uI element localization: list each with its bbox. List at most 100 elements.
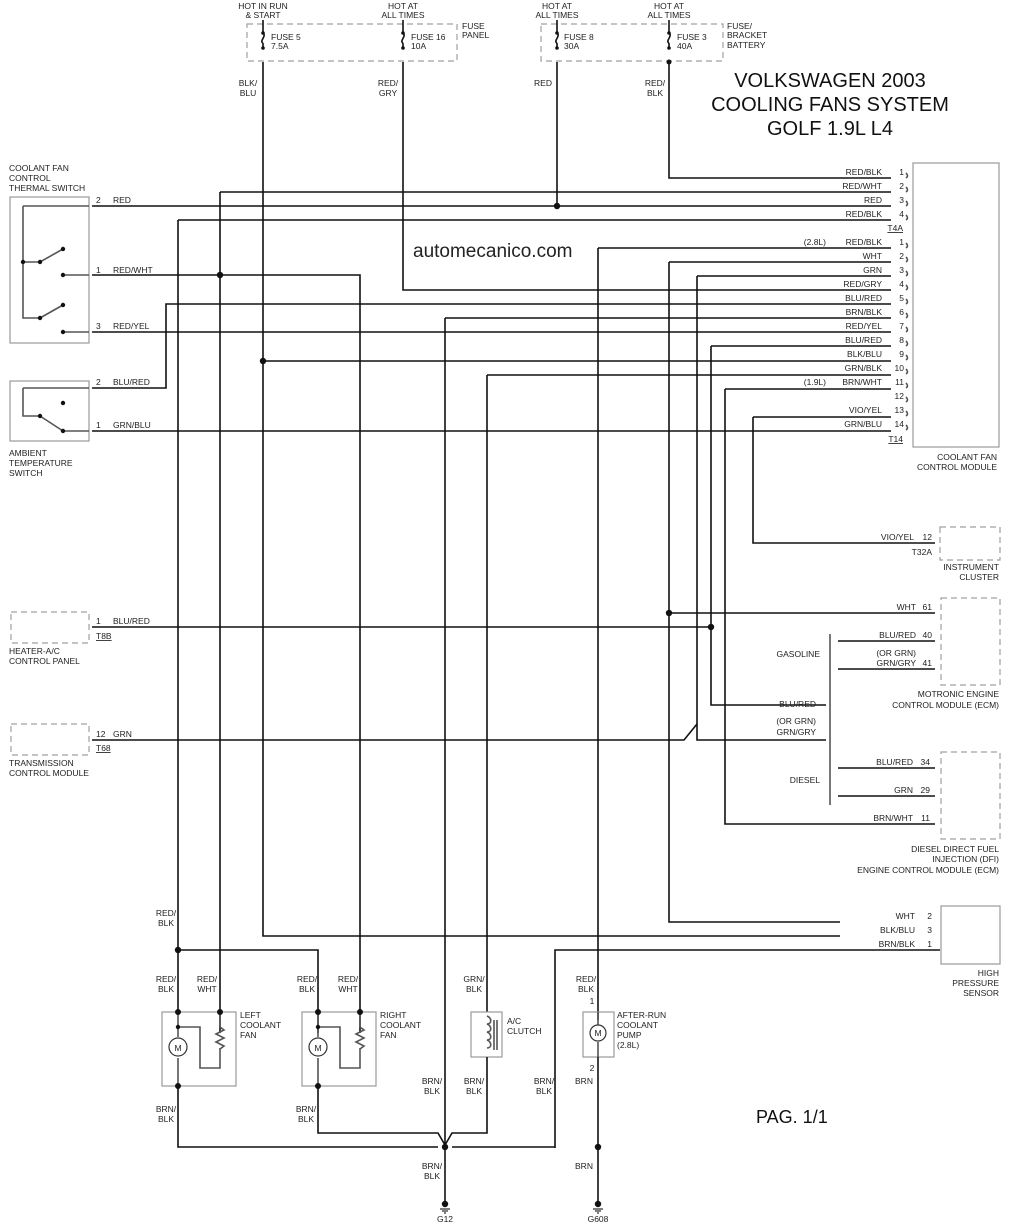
splice-blu-red — [707, 623, 715, 631]
t14-pin-terminal — [905, 410, 909, 417]
splice-wht — [665, 609, 673, 617]
left-fan-label-2: COOLANT — [240, 1020, 281, 1030]
tcm-connector: T68 — [96, 743, 111, 753]
coolant-fan-thermal-switch: COOLANT FAN CONTROL THERMAL SWITCH 2 RED… — [9, 163, 153, 344]
variant-grn-gry: GRN/GRY — [776, 727, 816, 737]
page-label: PAG. 1/1 — [756, 1107, 828, 1127]
pump-motor-label: M — [594, 1028, 601, 1038]
fuse-panel-label-2: PANEL — [462, 30, 490, 40]
right-fan-motor-label: M — [314, 1043, 321, 1053]
left-red-wht-1: RED/ — [197, 974, 218, 984]
t4a-pin-terminal — [905, 214, 909, 221]
gasoline-label: GASOLINE — [777, 649, 821, 659]
right-coolant-fan: RED/ BLK RED/ WHT M RIGHT COOLANT FAN — [297, 974, 421, 1089]
fuse-panel-label-1: FUSE — [462, 21, 485, 31]
diagram-title: VOLKSWAGEN 2003 COOLING FANS SYSTEM GOLF… — [711, 70, 949, 140]
pump-label-4: (2.8L) — [617, 1040, 639, 1050]
thermal-pin-1: 1 — [96, 265, 101, 275]
ac-brn-blk-2: BLK — [466, 1086, 482, 1096]
fuse3-supply-2: ALL TIMES — [648, 10, 691, 20]
left-red-blk-1: RED/ — [156, 974, 177, 984]
left-brn-blk-1: BRN/ — [156, 1104, 177, 1114]
ecm-61-pin: 61 — [923, 602, 933, 612]
pump-pin-2: 2 — [590, 1063, 595, 1073]
wire-red-blk-t4a-1 — [668, 62, 891, 179]
right-red-blk-2: BLK — [299, 984, 315, 994]
t14-pin-wire: BRN/WHT — [842, 377, 882, 387]
fuse16-supply-1: HOT AT — [388, 1, 418, 11]
left-red-blk-upper-2: BLK — [158, 918, 174, 928]
diesel-34-pin: 34 — [921, 757, 931, 767]
fuse5-rating: 7.5A — [271, 41, 289, 51]
splice-ground — [441, 1143, 449, 1151]
fuse16-name: FUSE 16 — [411, 32, 446, 42]
t14-6-brn-blk-2: BLK — [424, 1086, 440, 1096]
heater-wire: BLU/RED — [113, 616, 150, 626]
ac-grn-blk-1: GRN/ — [463, 974, 485, 984]
motronic-ecm: WHT 61 BLU/RED 40 (OR GRN) GRN/GRY 41 MO… — [876, 597, 1001, 710]
diesel-11-pin: 11 — [921, 813, 930, 823]
ac-clutch-coil-icon — [486, 1015, 498, 1050]
ac-brn-blk-1: BRN/ — [464, 1076, 485, 1086]
left-coolant-fan: RED/ BLK RED/ BLK RED/ WHT M LEFT COOLAN… — [156, 908, 281, 1089]
t14-pin-number: 12 — [895, 391, 905, 401]
wire-wht-t14-2 — [668, 261, 891, 923]
splice-red — [553, 202, 561, 210]
control-module-label-2: CONTROL MODULE — [917, 462, 997, 472]
ecm-61-wire: WHT — [897, 602, 916, 612]
ground-g12-label: G12 — [437, 1214, 453, 1224]
heater-pin: 1 — [96, 616, 101, 626]
fuse3-rating: 40A — [677, 41, 692, 51]
tcm-box — [10, 723, 90, 756]
wire-blk-blu — [262, 62, 840, 937]
cluster-label-1: INSTRUMENT — [943, 562, 999, 572]
fuse3-wire-1: RED/ — [645, 78, 666, 88]
ambient-wire-grn-blu: GRN/BLU — [113, 420, 151, 430]
diesel-label-1: DIESEL DIRECT FUEL — [911, 844, 999, 854]
t14-pin-terminal — [905, 242, 909, 249]
ambient-switch-label-1: AMBIENT — [9, 448, 47, 458]
diesel-dfi-ecm: BLU/RED 34 GRN 29 BRN/WHT 11 DIESEL DIRE… — [857, 751, 1001, 875]
left-fan-internal — [177, 1012, 221, 1086]
thermal-wire-red-wht: RED/WHT — [113, 265, 153, 275]
thermal-wire-red-yel: RED/YEL — [113, 321, 150, 331]
cluster-connector: T32A — [912, 547, 933, 557]
wire-brn-blk-t14-6 — [444, 317, 891, 1145]
right-brn-blk-2: BLK — [298, 1114, 314, 1124]
sensor-pin1-wire: BRN/BLK — [879, 939, 916, 949]
cluster-wire: VIO/YEL — [881, 532, 914, 542]
t14-pin-number: 13 — [895, 405, 905, 415]
tcm-label-1: TRANSMISSION — [9, 758, 74, 768]
fuse5-name: FUSE 5 — [271, 32, 301, 42]
left-fan-label-1: LEFT — [240, 1010, 261, 1020]
t4a-pin-terminal — [905, 200, 909, 207]
t4a-pin-terminal — [905, 186, 909, 193]
right-fan-internal — [317, 1012, 361, 1086]
t14-pin-terminal — [905, 354, 909, 361]
ac-clutch: GRN/ BLK A/C CLUTCH — [444, 974, 541, 1146]
sensor-pin2: 2 — [927, 911, 932, 921]
motronic-ecm-box — [940, 597, 1001, 686]
fuse-panel-box — [246, 23, 458, 62]
fuse-panel: FUSE PANEL HOT IN RUN & START HOT AT ALL… — [238, 1, 489, 98]
t14-pin-terminal — [905, 312, 909, 319]
t14-pin-wire: GRN — [863, 265, 882, 275]
t4a-pin-wire: RED/WHT — [842, 181, 882, 191]
ecm-41-alt: (OR GRN) — [876, 648, 916, 658]
t14-pin-wire: BLU/RED — [845, 293, 882, 303]
connector-t4a-label: T4A — [887, 223, 903, 233]
t14-pin-number: 7 — [899, 321, 904, 331]
fuse3-name: FUSE 3 — [677, 32, 707, 42]
right-fan-label-3: FAN — [380, 1030, 397, 1040]
left-fan-box — [161, 1011, 237, 1087]
left-fan-motor-icon — [168, 1037, 188, 1057]
high-pressure-sensor: WHT 2 BLK/BLU 3 BRN/BLK 1 HIGH PRESSURE … — [879, 905, 1001, 998]
title-line-2: COOLING FANS SYSTEM — [711, 94, 949, 116]
fuse16-supply-2: ALL TIMES — [382, 10, 425, 20]
thermal-switch-label-2: CONTROL — [9, 173, 51, 183]
control-module-box — [912, 162, 1000, 448]
sensor-brn-blk-1: BRN/ — [534, 1076, 555, 1086]
fuse16-wire-2: GRY — [379, 88, 398, 98]
wire-red-gry — [402, 62, 891, 291]
thermal-switch-internal — [22, 205, 89, 333]
